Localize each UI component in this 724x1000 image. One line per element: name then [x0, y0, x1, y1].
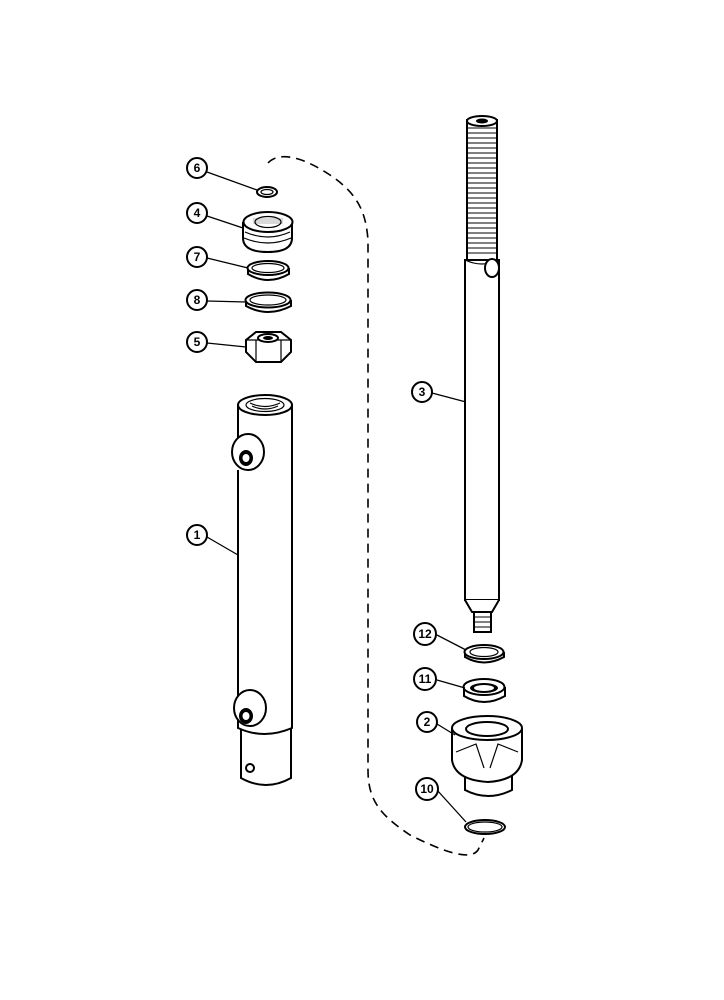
svg-text:4: 4 [194, 206, 201, 220]
part-6-o-ring [256, 186, 278, 198]
part-2-piston [451, 715, 523, 797]
callout-7: 7 [186, 246, 208, 268]
svg-text:6: 6 [194, 161, 201, 175]
callout-2: 2 [416, 711, 438, 733]
part-3-piston-rod [464, 115, 500, 633]
part-12-ring [463, 644, 505, 664]
callout-12: 12 [413, 622, 437, 646]
callout-6: 6 [186, 157, 208, 179]
part-11-seal [462, 678, 506, 703]
callout-10: 10 [415, 777, 439, 801]
svg-text:2: 2 [424, 715, 431, 729]
svg-text:10: 10 [420, 782, 434, 796]
svg-text:3: 3 [419, 385, 426, 399]
callout-11: 11 [413, 667, 437, 691]
assembly-dashed-path [267, 155, 485, 856]
part-7-ring [246, 260, 290, 281]
svg-text:8: 8 [194, 293, 201, 307]
callout-3: 3 [411, 381, 433, 403]
leader-lines [206, 171, 467, 823]
callout-4: 4 [186, 202, 208, 224]
callout-1: 1 [186, 524, 208, 546]
rod-thread-lines [467, 127, 497, 254]
part-5-hex-nut [245, 331, 292, 363]
callout-5: 5 [186, 331, 208, 353]
svg-text:11: 11 [419, 672, 432, 686]
part-10-o-ring [464, 819, 506, 835]
svg-text:1: 1 [194, 528, 201, 542]
svg-text:5: 5 [194, 335, 201, 349]
callout-8: 8 [186, 289, 208, 311]
part-8-ring [244, 291, 292, 313]
svg-text:7: 7 [194, 250, 201, 264]
part-4-gland [242, 211, 294, 254]
part-1-cylinder-barrel [231, 394, 293, 786]
svg-text:12: 12 [418, 627, 432, 641]
